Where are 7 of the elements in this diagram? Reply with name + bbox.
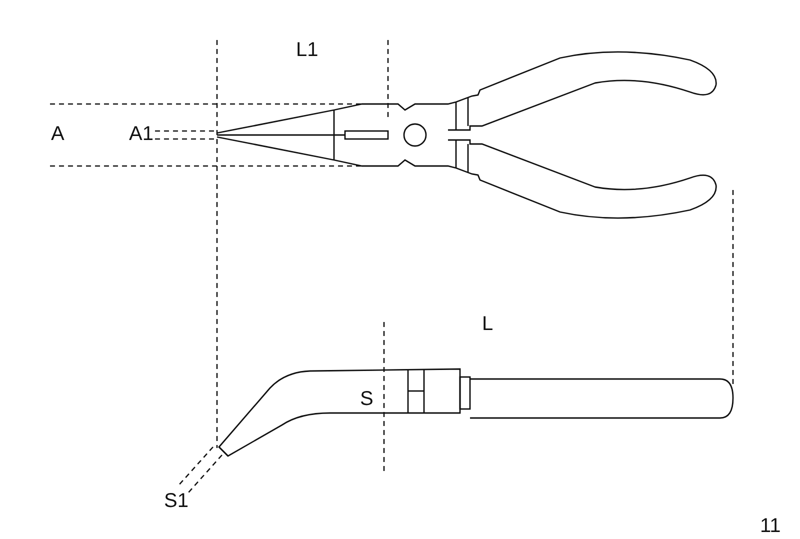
dimension-label: L xyxy=(482,314,494,334)
dimension-label: S1 xyxy=(164,491,188,511)
dimension-label: A xyxy=(51,124,64,144)
dimension-label: A1 xyxy=(129,124,154,144)
dimension-label: L1 xyxy=(296,40,318,60)
dimension-label: S xyxy=(360,389,374,409)
dimension-label: 11 xyxy=(760,516,781,536)
